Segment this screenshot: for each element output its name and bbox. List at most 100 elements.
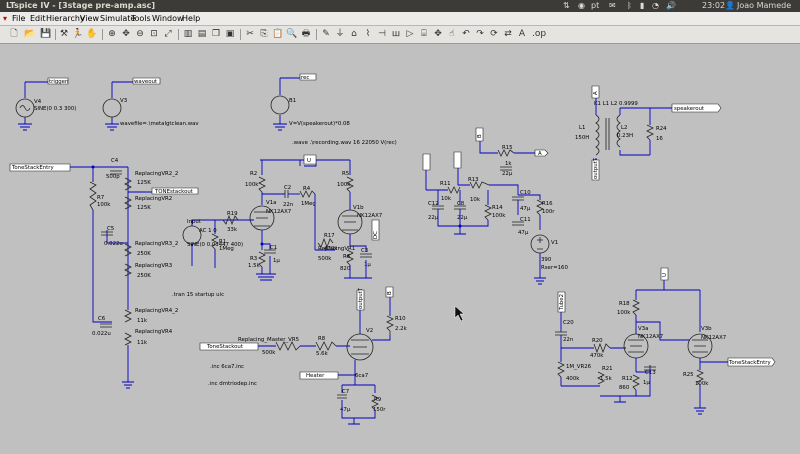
component-icon[interactable]: ⌸ — [421, 29, 427, 39]
mirror-icon[interactable]: ⇄ — [504, 29, 512, 39]
redo-icon[interactable]: ↷ — [476, 29, 484, 39]
net-tonestackout2: ToneStackout — [206, 344, 243, 350]
r21-value: 1.5k — [600, 376, 613, 382]
undo-icon[interactable]: ↶ — [462, 29, 470, 39]
v3-value: wavefile=.\metalgtclean.wav — [120, 121, 199, 127]
volume-icon[interactable]: 🔊 — [666, 1, 676, 10]
l2-value: 0.23H — [617, 133, 633, 139]
user-name[interactable]: Joao Mamede — [737, 1, 792, 10]
menu-hierarchy[interactable]: Hierarchy — [46, 14, 85, 23]
control-panel-icon[interactable]: ⚒ — [59, 29, 69, 39]
new-schematic-icon[interactable]: 🗋 — [10, 29, 18, 39]
v1-rser: Rser=160 — [541, 265, 568, 271]
menu-tools[interactable]: Tools — [131, 14, 151, 23]
v1-value: 390 — [541, 257, 552, 263]
ubuntu-icon[interactable]: ◉ — [578, 1, 585, 10]
save-icon[interactable]: 💾 — [40, 29, 52, 39]
run-icon[interactable]: 🏃 — [72, 29, 84, 39]
source-v1[interactable] — [530, 234, 550, 254]
pan-icon[interactable]: ✥ — [122, 29, 130, 39]
rotate-icon[interactable]: ⟳ — [490, 29, 498, 39]
input-name: Input — [187, 219, 201, 225]
battery-icon[interactable]: ▮ — [640, 1, 645, 10]
menu-simulate[interactable]: Simulate — [100, 14, 136, 23]
cascade-icon[interactable]: ❐ — [211, 29, 221, 39]
app-menu-icon[interactable]: ▾ — [3, 14, 8, 23]
c3-name: C3 — [361, 248, 368, 254]
c20-name: C20 — [563, 320, 574, 326]
tube-v2[interactable]: V2 6ca7 — [346, 328, 374, 379]
wifi-icon[interactable]: ◔ — [652, 1, 659, 10]
c6-name: C6 — [98, 316, 106, 322]
label-net-icon[interactable]: ⌂ — [351, 29, 357, 39]
network-icon[interactable]: ⇅ — [563, 1, 570, 10]
menu-help[interactable]: Help — [182, 14, 201, 23]
inc-6ca7: .inc 6ca7.inc — [210, 364, 244, 370]
master-name: Replacing_Master_VR5 — [238, 337, 299, 343]
print-icon[interactable]: 🖶 — [301, 29, 311, 39]
r18-name: R18 — [619, 301, 630, 307]
halt-icon[interactable]: ✋ — [86, 29, 98, 39]
r21-name: R21 — [602, 366, 613, 372]
source-v4[interactable]: V4 SINE(0 0.3 300) — [15, 81, 76, 131]
v3b-name: V3b — [701, 326, 712, 332]
menu-view[interactable]: View — [80, 14, 99, 23]
autorange-icon[interactable]: ⤢ — [164, 29, 172, 39]
c5-name: C5 — [107, 226, 114, 232]
v2-type: 6ca7 — [355, 373, 368, 379]
source-v3[interactable]: V3 wavefile=.\metalgtclean.wav — [102, 81, 199, 131]
menu-window[interactable]: Window — [152, 14, 184, 23]
toolbar-separator — [55, 29, 56, 40]
r2-name: R2 — [250, 171, 257, 177]
capacitor-icon[interactable]: ⊣ — [378, 29, 386, 39]
r4-value: 1Meg — [301, 201, 316, 207]
tube-v3b[interactable]: V3b NK12AX7 — [687, 326, 726, 359]
vr4-value: 11k — [137, 340, 148, 346]
net-a-filter: A — [538, 151, 542, 157]
text-icon[interactable]: A — [518, 29, 526, 39]
source-b1[interactable]: B1 V=V(speakerout)*0.08 — [270, 77, 350, 131]
find-icon[interactable]: 🔍 — [286, 29, 298, 39]
c4 — [110, 170, 122, 175]
net-rec: rec — [301, 75, 309, 81]
inductor-icon[interactable]: ꟺ — [391, 29, 401, 39]
close-window-icon[interactable]: ▣ — [225, 29, 235, 39]
open-icon[interactable]: 📂 — [24, 29, 36, 39]
tile-horizontal-icon[interactable]: ▤ — [197, 29, 207, 39]
bluetooth-icon[interactable]: ᛒ — [627, 1, 632, 10]
net-u-top: U — [307, 158, 311, 164]
r1-value: 1Meg — [219, 246, 234, 252]
tile-vertical-icon[interactable]: ▥ — [183, 29, 193, 39]
mouse-cursor — [454, 305, 465, 322]
resistor-icon[interactable]: ⌇ — [365, 29, 371, 39]
diode-icon[interactable]: ▷ — [406, 29, 414, 39]
input-value-ac: AC 1 0 — [199, 228, 217, 234]
tube-v3a[interactable]: V3a NK12AX7 — [623, 326, 663, 359]
r4-name: R4 — [303, 186, 311, 192]
v4-value: SINE(0 0.3 300) — [34, 106, 76, 112]
schematic-canvas[interactable]: V4 SINE(0 0.3 300) triggen V3 wavefile=.… — [0, 44, 800, 450]
user-icon[interactable]: 👤 — [725, 1, 735, 10]
wire-icon[interactable]: ✎ — [322, 29, 330, 39]
cut-icon[interactable]: ✂ — [246, 29, 254, 39]
zoom-out-icon[interactable]: ⊖ — [136, 29, 144, 39]
ground-icon[interactable]: ⏚ — [335, 29, 345, 39]
net-tonestackout: TONEstackout — [154, 189, 193, 195]
clock[interactable]: 23:02 — [702, 1, 726, 10]
keyboard-indicator[interactable]: pt — [591, 1, 600, 10]
r7-name: R7 — [97, 195, 104, 201]
paste-icon[interactable]: 📋 — [272, 29, 284, 39]
move-icon[interactable]: ✥ — [434, 29, 442, 39]
mail-icon[interactable]: ✉ — [609, 1, 616, 10]
c12-name: C12 — [428, 201, 439, 207]
copy-icon[interactable]: ⎘ — [260, 29, 268, 39]
c2-value: 22n — [283, 202, 293, 208]
menu-edit[interactable]: Edit — [30, 14, 46, 23]
c3-value: 1μ — [364, 262, 371, 268]
drag-icon[interactable]: ☝ — [449, 29, 455, 39]
zoom-fit-icon[interactable]: ⊡ — [150, 29, 158, 39]
menu-file[interactable]: File — [12, 14, 26, 23]
vr2-name: ReplacingVR2 — [135, 196, 172, 202]
spice-directive-icon[interactable]: .op — [532, 29, 547, 39]
zoom-in-icon[interactable]: ⊕ — [108, 29, 116, 39]
